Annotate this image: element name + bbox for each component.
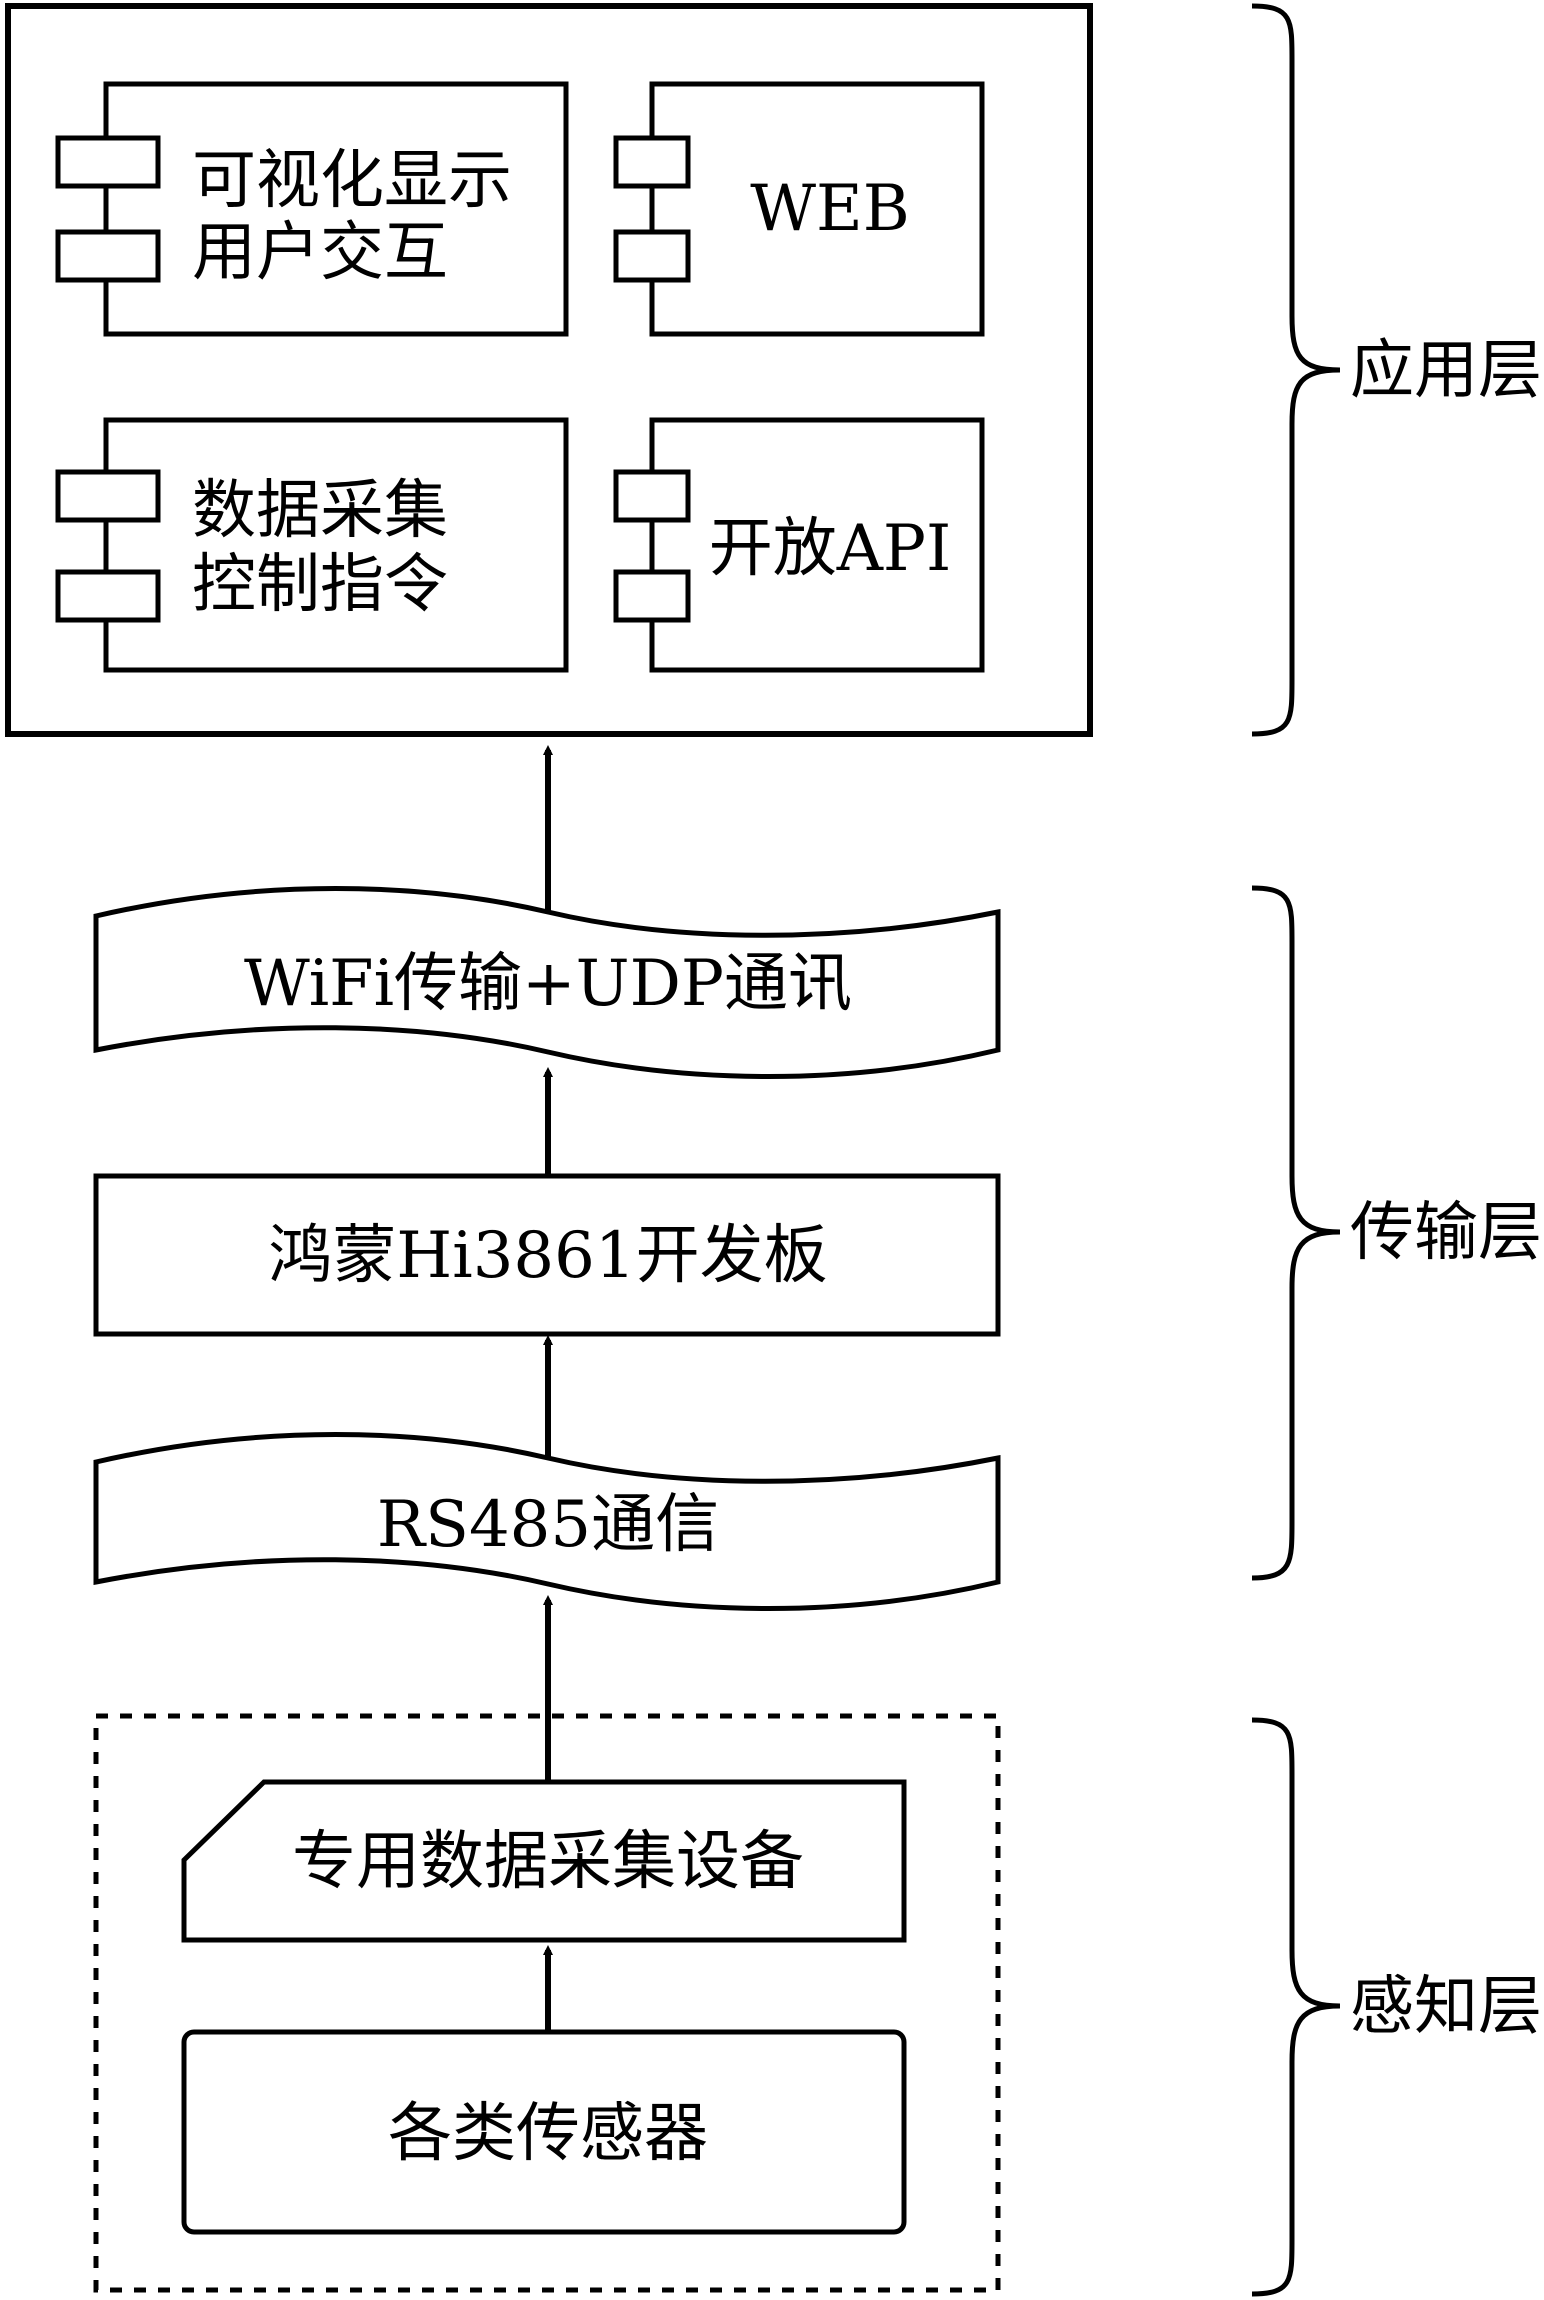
component-port-icon — [613, 229, 691, 283]
wifi-udp-shape — [93, 886, 1001, 1079]
component-body — [649, 417, 985, 673]
component-web: WEB — [613, 81, 985, 337]
transport-layer-label: 传输层 — [1350, 1196, 1542, 1270]
collection-device-label: 专用数据采集设备 — [292, 1825, 804, 1899]
component-open-api: 开放API — [613, 417, 985, 673]
component-data-collection-line2: 控制指令 — [192, 548, 448, 622]
perception-layer-frame — [93, 1713, 1001, 2293]
component-visualization-line1: 可视化显示 — [192, 144, 512, 218]
component-open-api-label: 开放API — [709, 512, 952, 586]
component-visualization: 可视化显示 用户交互 — [55, 81, 569, 337]
component-port-icon — [613, 469, 691, 523]
brace-transport — [1251, 885, 1341, 1581]
component-port-icon — [55, 469, 161, 523]
perception-layer-label: 感知层 — [1350, 1970, 1542, 2044]
hi3861-board-shape — [93, 1173, 1001, 1337]
component-port-icon — [55, 229, 161, 283]
component-port-icon — [55, 135, 161, 189]
brace-perception — [1251, 1717, 1341, 2297]
collection-device-block: 专用数据采集设备 — [181, 1779, 907, 1943]
component-body — [649, 81, 985, 337]
brace-application — [1251, 3, 1341, 737]
component-data-collection-line1: 数据采集 — [192, 474, 448, 548]
wifi-udp-block: WiFi传输+UDP通讯 — [93, 886, 1001, 1079]
collection-device-shape — [181, 1779, 907, 1943]
rs485-shape — [93, 1432, 1001, 1611]
application-layer-label: 应用层 — [1350, 334, 1542, 408]
application-layer-frame — [5, 3, 1093, 737]
perception-layer: 专用数据采集设备 各类传感器 — [93, 1713, 1001, 2293]
component-port-icon — [55, 569, 161, 623]
component-visualization-line2: 用户交互 — [192, 216, 448, 290]
sensors-label: 各类传感器 — [388, 2097, 708, 2171]
component-body — [103, 417, 569, 673]
hi3861-board-block: 鸿蒙Hi3861开发板 — [93, 1173, 1001, 1337]
rs485-label: RS485通信 — [377, 1488, 719, 1562]
rs485-block: RS485通信 — [93, 1432, 1001, 1611]
component-web-label: WEB — [750, 172, 910, 246]
application-layer: 可视化显示 用户交互 WEB 数据采集 控制指令 开放API — [5, 3, 1093, 737]
sensors-block: 各类传感器 — [181, 2029, 907, 2235]
sensors-shape — [181, 2029, 907, 2235]
component-body — [103, 81, 569, 337]
transport-layer: WiFi传输+UDP通讯 鸿蒙Hi3861开发板 RS485通信 — [93, 886, 1001, 1611]
hi3861-board-label: 鸿蒙Hi3861开发板 — [268, 1219, 827, 1293]
component-port-icon — [613, 135, 691, 189]
wifi-udp-label: WiFi传输+UDP通讯 — [244, 947, 852, 1021]
component-port-icon — [613, 569, 691, 623]
layer-braces — [1251, 3, 1341, 2297]
component-data-collection: 数据采集 控制指令 — [55, 417, 569, 673]
